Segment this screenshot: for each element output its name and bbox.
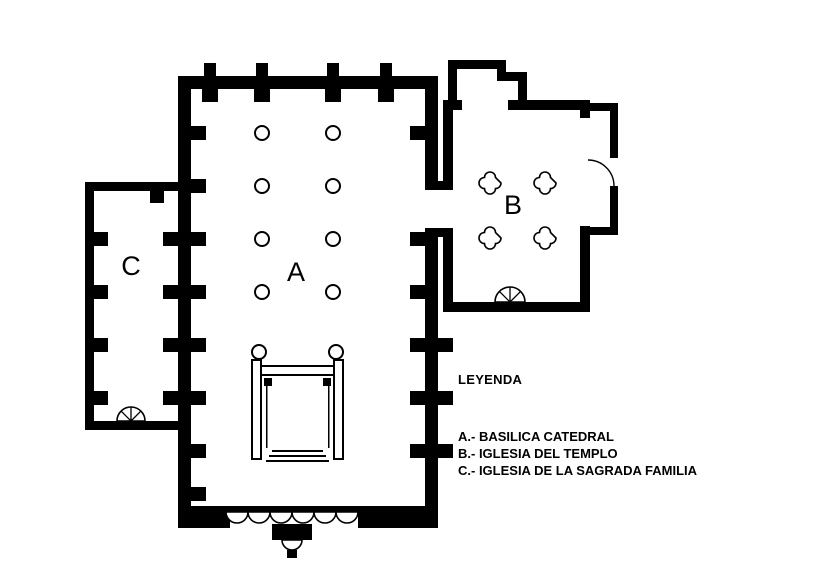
- legend-item-sagrada-familia: C.- IGLESIA DE LA SAGRADA FAMILIA: [458, 463, 698, 478]
- church-b-walls: [443, 60, 618, 312]
- nave-walls: [178, 76, 438, 528]
- nave-columns: [254, 125, 341, 300]
- area-label-templo: B: [504, 190, 522, 220]
- legend: LEYENDA A.- BASILICA CATEDRAL B.- IGLESI…: [458, 372, 818, 479]
- church-b-door-fan: [494, 286, 526, 303]
- church-b-quatrefoil-piers: [478, 171, 557, 250]
- legend-title: LEYENDA: [458, 372, 523, 387]
- passage-walls: [425, 181, 453, 237]
- chapel-door-arc: [587, 159, 615, 187]
- nave-piers: [163, 63, 453, 501]
- legend-items: A.- BASILICA CATEDRAL B.- IGLESIA DEL TE…: [458, 428, 818, 479]
- area-label-basilica: A: [287, 257, 305, 287]
- legend-item-basilica: A.- BASILICA CATEDRAL: [458, 429, 614, 444]
- entrance-scallops: [225, 511, 359, 558]
- legend-item-templo: B.- IGLESIA DEL TEMPLO: [458, 446, 618, 461]
- area-label-sagrada-familia: C: [121, 251, 141, 281]
- choir-enclosure: [251, 344, 344, 462]
- church-c-apse-fan: [116, 406, 146, 422]
- church-c-walls: [85, 182, 178, 430]
- church-c-piers: [94, 232, 108, 405]
